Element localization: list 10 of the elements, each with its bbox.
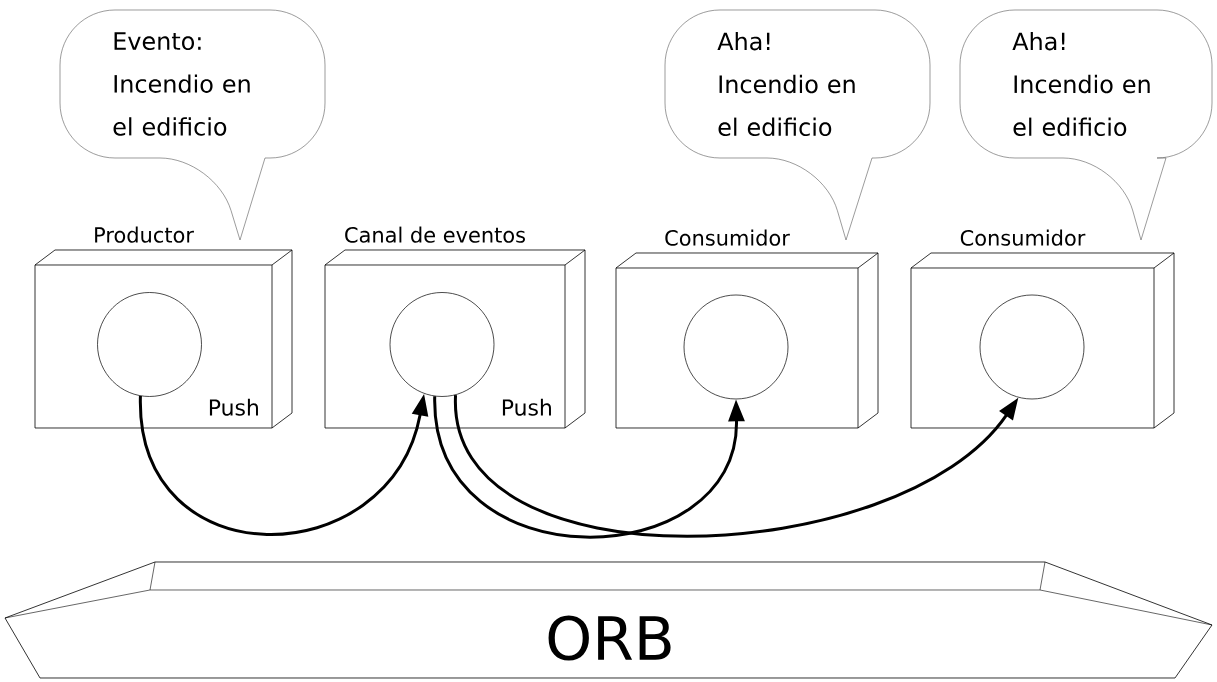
port-circle [97, 292, 202, 397]
port-circle [389, 292, 495, 397]
device-box: Push [34, 249, 293, 429]
box-heading: Consumidor [960, 229, 1086, 246]
orb-band: ORB [4, 561, 1213, 679]
box-heading: Consumidor [665, 229, 790, 246]
box-heading: Canal de eventos [345, 226, 525, 243]
device-box: Push [324, 249, 586, 429]
curved-arrow [433, 396, 745, 539]
box-heading: Productor [95, 226, 194, 243]
